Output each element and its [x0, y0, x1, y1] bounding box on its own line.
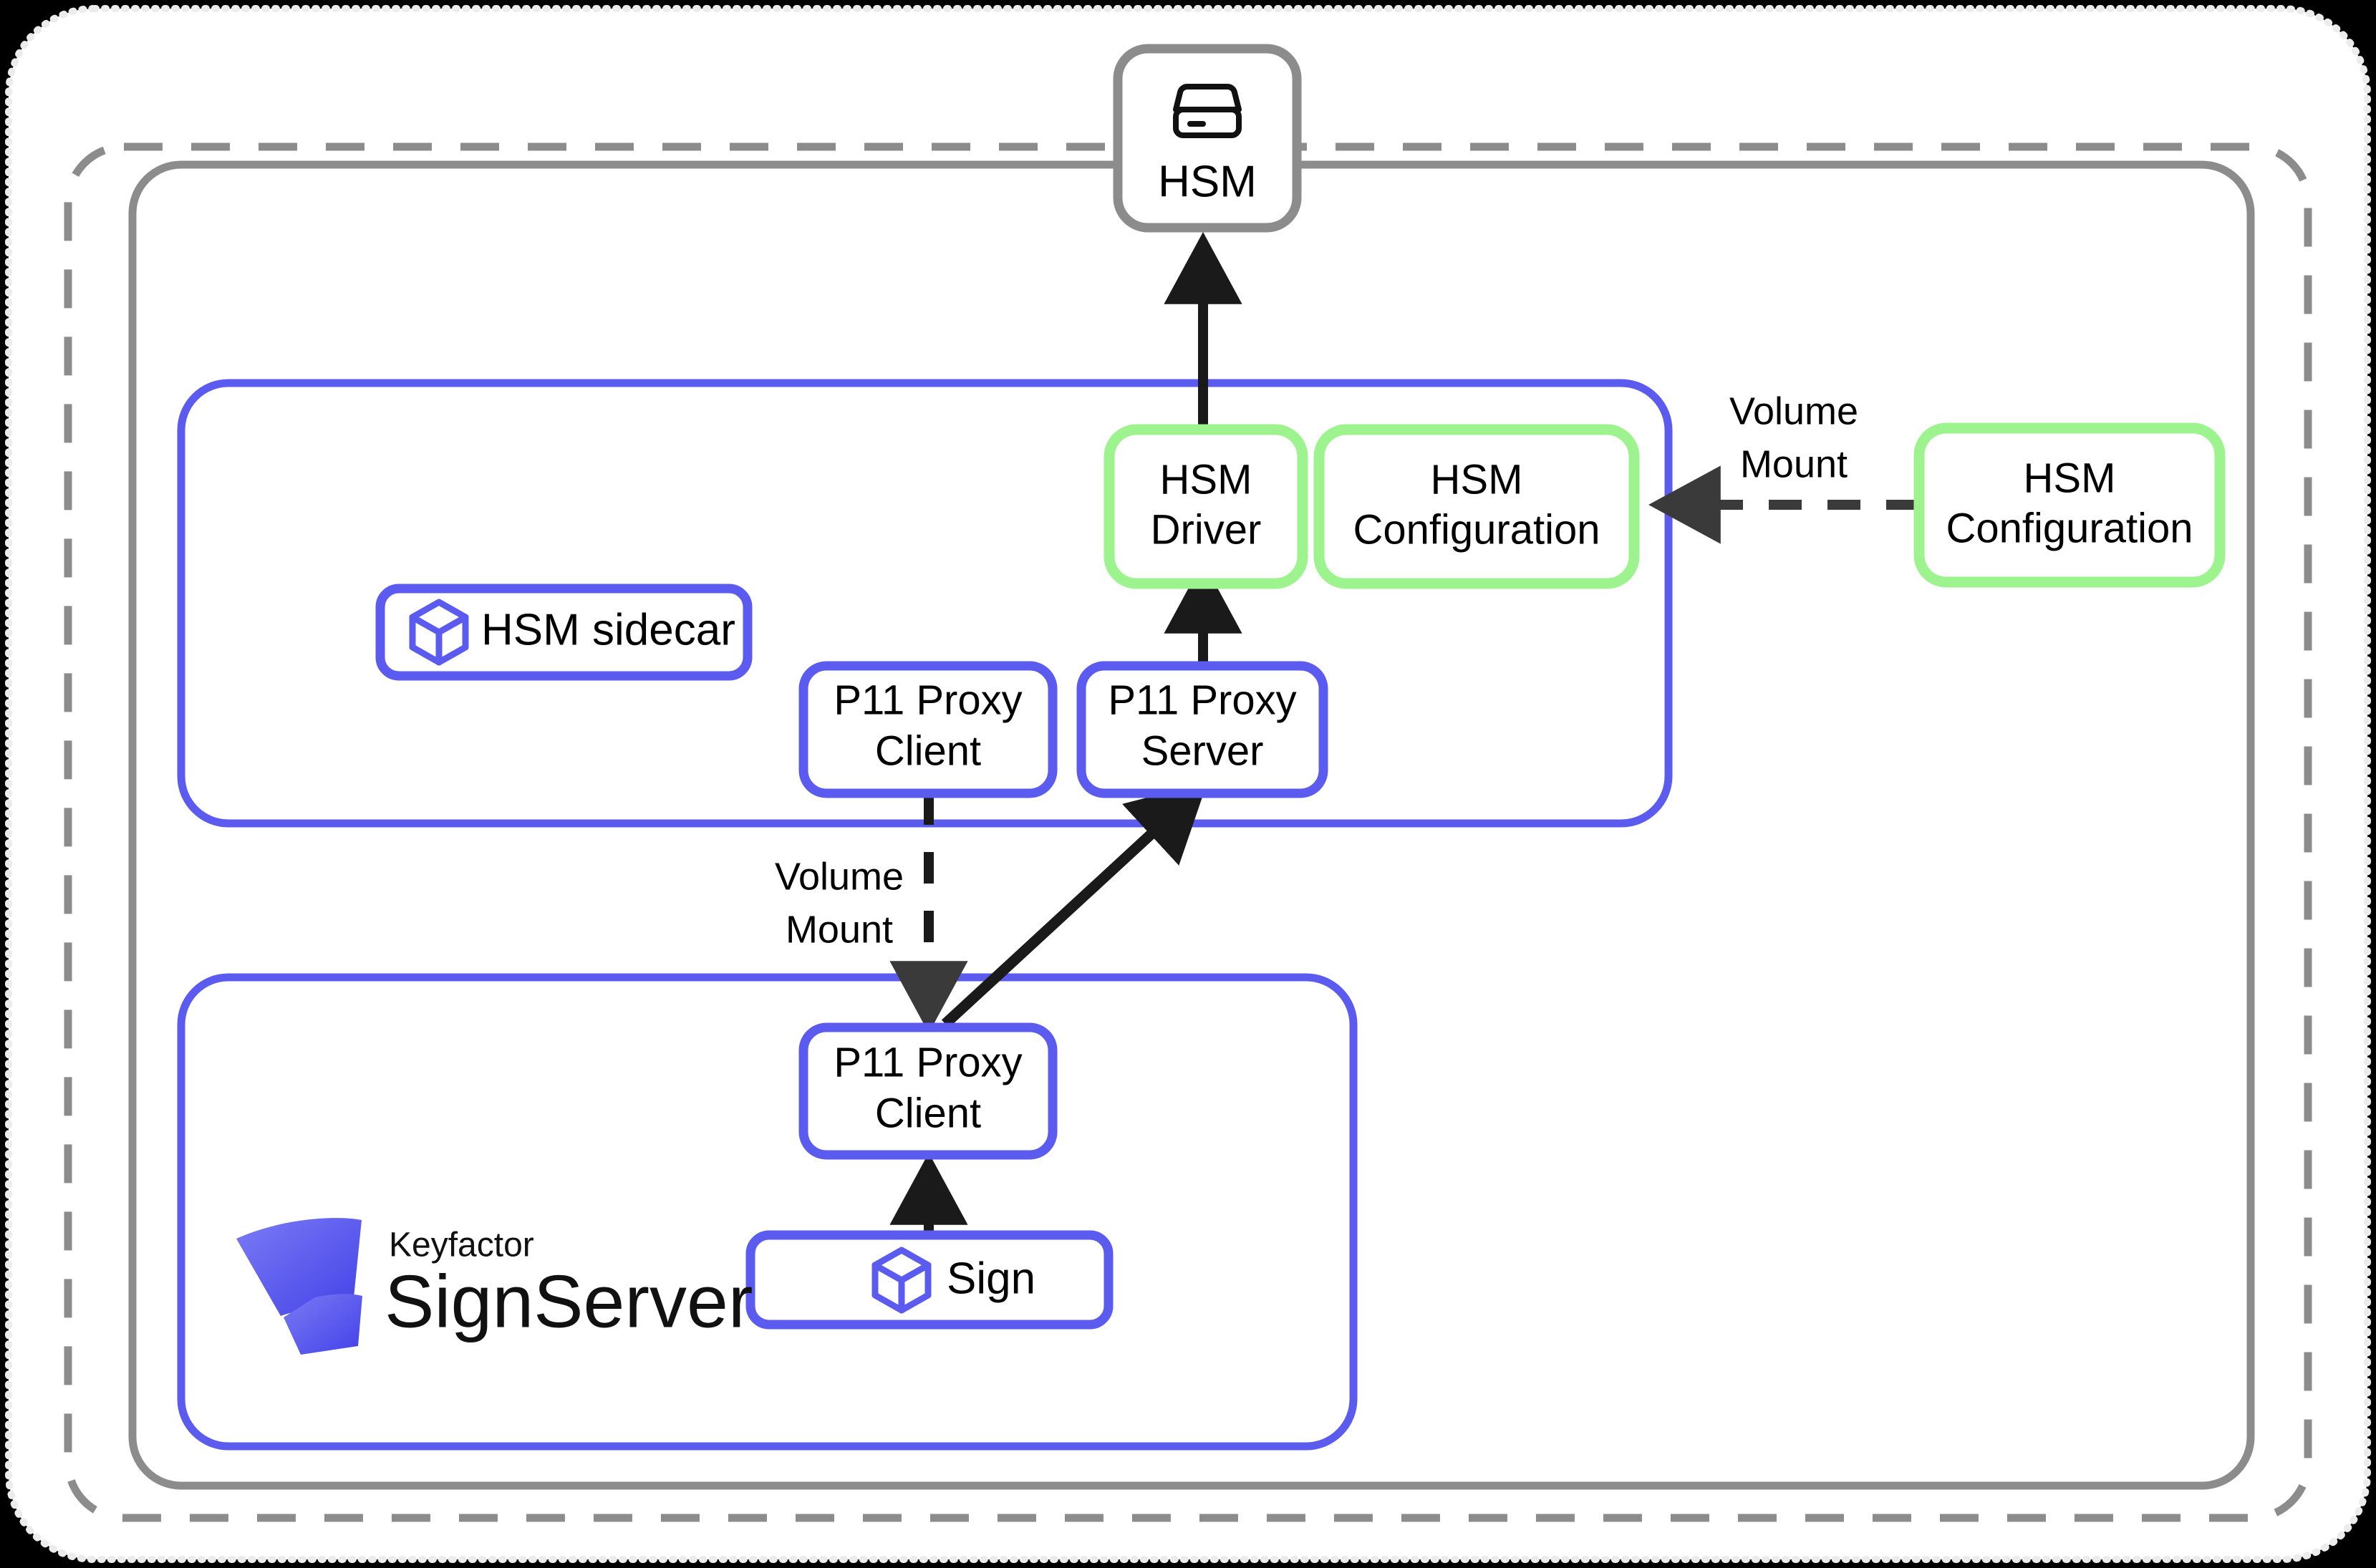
node-p11-proxy-server[interactable]: P11 Proxy Server	[1076, 661, 1328, 798]
node-hsm-sidecar-badge[interactable]: HSM sidecar	[375, 584, 753, 681]
signserver-logo-brand: Keyfactor	[389, 1226, 534, 1264]
node-hsm-configuration-outside-line2: Configuration	[1946, 505, 2193, 551]
signserver-logo: Keyfactor SignServer	[236, 1218, 753, 1355]
node-hsm-configuration-outside-line1: HSM	[2024, 455, 2116, 501]
signserver-logo-product: SignServer	[385, 1260, 753, 1343]
node-hsm-configuration-outside[interactable]: HSM Configuration	[1913, 422, 2226, 588]
node-hsm-configuration-inside[interactable]: HSM Configuration	[1313, 424, 1640, 589]
node-sign-badge[interactable]: Sign	[745, 1230, 1114, 1330]
node-hsm-driver-line1: HSM	[1160, 456, 1252, 503]
node-p11-proxy-server-line1: P11 Proxy	[1108, 677, 1296, 723]
node-hsm-driver-line2: Driver	[1151, 506, 1262, 553]
node-p11-proxy-client-top-line2: Client	[875, 727, 981, 774]
hard-drive-icon	[1173, 84, 1242, 138]
cube-icon	[871, 1247, 932, 1314]
edge-label-client-volume-mount: Volume Mount	[775, 855, 904, 951]
node-hsm-driver[interactable]: HSM Driver	[1104, 424, 1308, 589]
node-hsm-configuration-inside-line2: Configuration	[1353, 506, 1600, 553]
node-hsm-sidecar-badge-label: HSM sidecar	[481, 605, 735, 654]
edge-label-client-volume-mount-line2: Mount	[786, 908, 893, 951]
edge-label-client-volume-mount-line1: Volume	[775, 855, 904, 898]
node-hsm-configuration-inside-line1: HSM	[1431, 456, 1523, 503]
node-p11-proxy-client-bottom-line2: Client	[875, 1090, 981, 1136]
edge-client-to-server	[941, 782, 1208, 1028]
node-p11-proxy-client-bottom[interactable]: P11 Proxy Client	[798, 1022, 1058, 1160]
cube-icon	[409, 599, 469, 666]
keyfactor-logo-icon	[236, 1218, 362, 1355]
edge-label-config-volume-mount-line2: Mount	[1740, 442, 1848, 485]
edge-label-config-volume-mount-line1: Volume	[1729, 389, 1858, 432]
node-hsm-label: HSM	[1158, 157, 1257, 206]
node-sign-badge-label: Sign	[947, 1254, 1035, 1303]
node-hsm[interactable]: HSM	[1113, 44, 1302, 233]
node-p11-proxy-client-top[interactable]: P11 Proxy Client	[798, 661, 1058, 798]
dashed-boundary	[64, 142, 2312, 1522]
signserver-pod	[177, 973, 1358, 1451]
node-p11-proxy-server-line2: Server	[1141, 727, 1264, 774]
node-p11-proxy-client-bottom-line1: P11 Proxy	[834, 1039, 1022, 1085]
edge-label-config-volume-mount: Volume Mount	[1729, 389, 1858, 485]
node-p11-proxy-client-top-line1: P11 Proxy	[834, 677, 1022, 723]
